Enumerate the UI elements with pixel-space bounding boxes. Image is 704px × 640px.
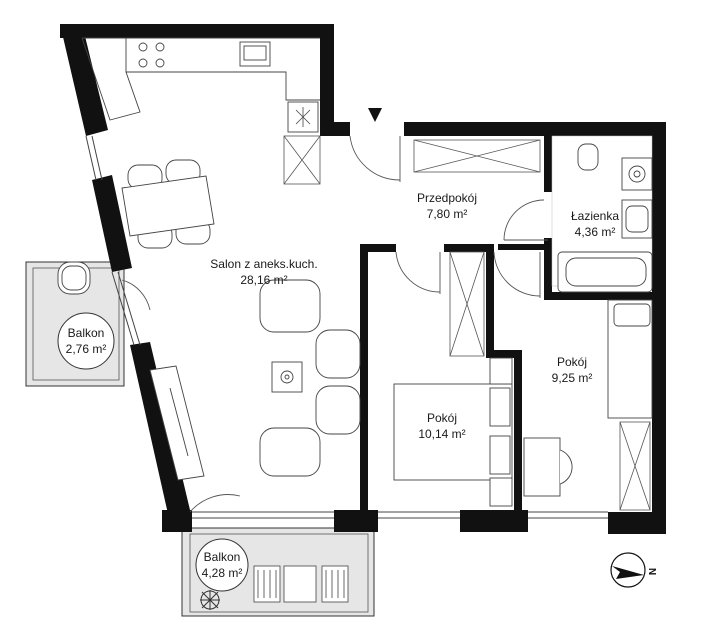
room-area: 9,25 m² <box>551 371 593 385</box>
room-area: 7,80 m² <box>426 207 468 221</box>
room-label-przedpokoj: Przedpokój 7,80 m² <box>392 190 502 222</box>
room-name: Przedpokój <box>416 191 478 205</box>
living-furniture <box>149 279 361 481</box>
room-area: 4,36 m² <box>574 225 616 239</box>
room-label-balkon2: Balkon 4,28 m² <box>196 549 248 581</box>
balkon1-label-circle <box>57 312 115 370</box>
room-name: Pokój <box>426 411 458 425</box>
room-label-pokoj1: Pokój 10,14 m² <box>400 410 484 442</box>
room-name: Balkon <box>67 326 105 340</box>
balcony-furniture <box>253 565 349 603</box>
wardrobes <box>283 135 651 511</box>
room-label-balkon1: Balkon 2,76 m² <box>58 325 114 357</box>
room-furniture <box>523 299 653 497</box>
north-arrow-icon <box>610 552 646 588</box>
room-area: 2,76 m² <box>65 342 107 356</box>
room-area: 4,28 m² <box>201 566 243 580</box>
room-label-pokoj2: Pokój 9,25 m² <box>530 354 614 386</box>
balkon2-label-circle <box>195 538 249 592</box>
bedroom-bed <box>393 357 513 507</box>
compass-label: N <box>648 567 660 576</box>
dining-set <box>121 159 215 249</box>
room-label-salon: Salon z aneks.kuch. 28,16 m² <box>194 256 334 288</box>
windows <box>85 135 608 519</box>
room-area: 10,14 m² <box>418 427 466 441</box>
balcony-armchair <box>57 261 91 295</box>
room-name: Balkon <box>203 550 241 564</box>
fridge-icon <box>295 107 311 127</box>
bathroom-fixtures <box>551 135 653 293</box>
room-area: 28,16 m² <box>240 273 288 287</box>
doors <box>121 135 548 513</box>
kitchen-counter <box>81 37 320 133</box>
room-name: Pokój <box>556 355 588 369</box>
entrance-arrow-icon <box>368 108 382 122</box>
walls <box>60 24 666 534</box>
room-label-lazienka: Łazienka 4,36 m² <box>558 208 632 240</box>
room-name: Salon z aneks.kuch. <box>210 257 318 271</box>
plant-icon <box>200 590 220 610</box>
room-name: Łazienka <box>570 209 620 223</box>
